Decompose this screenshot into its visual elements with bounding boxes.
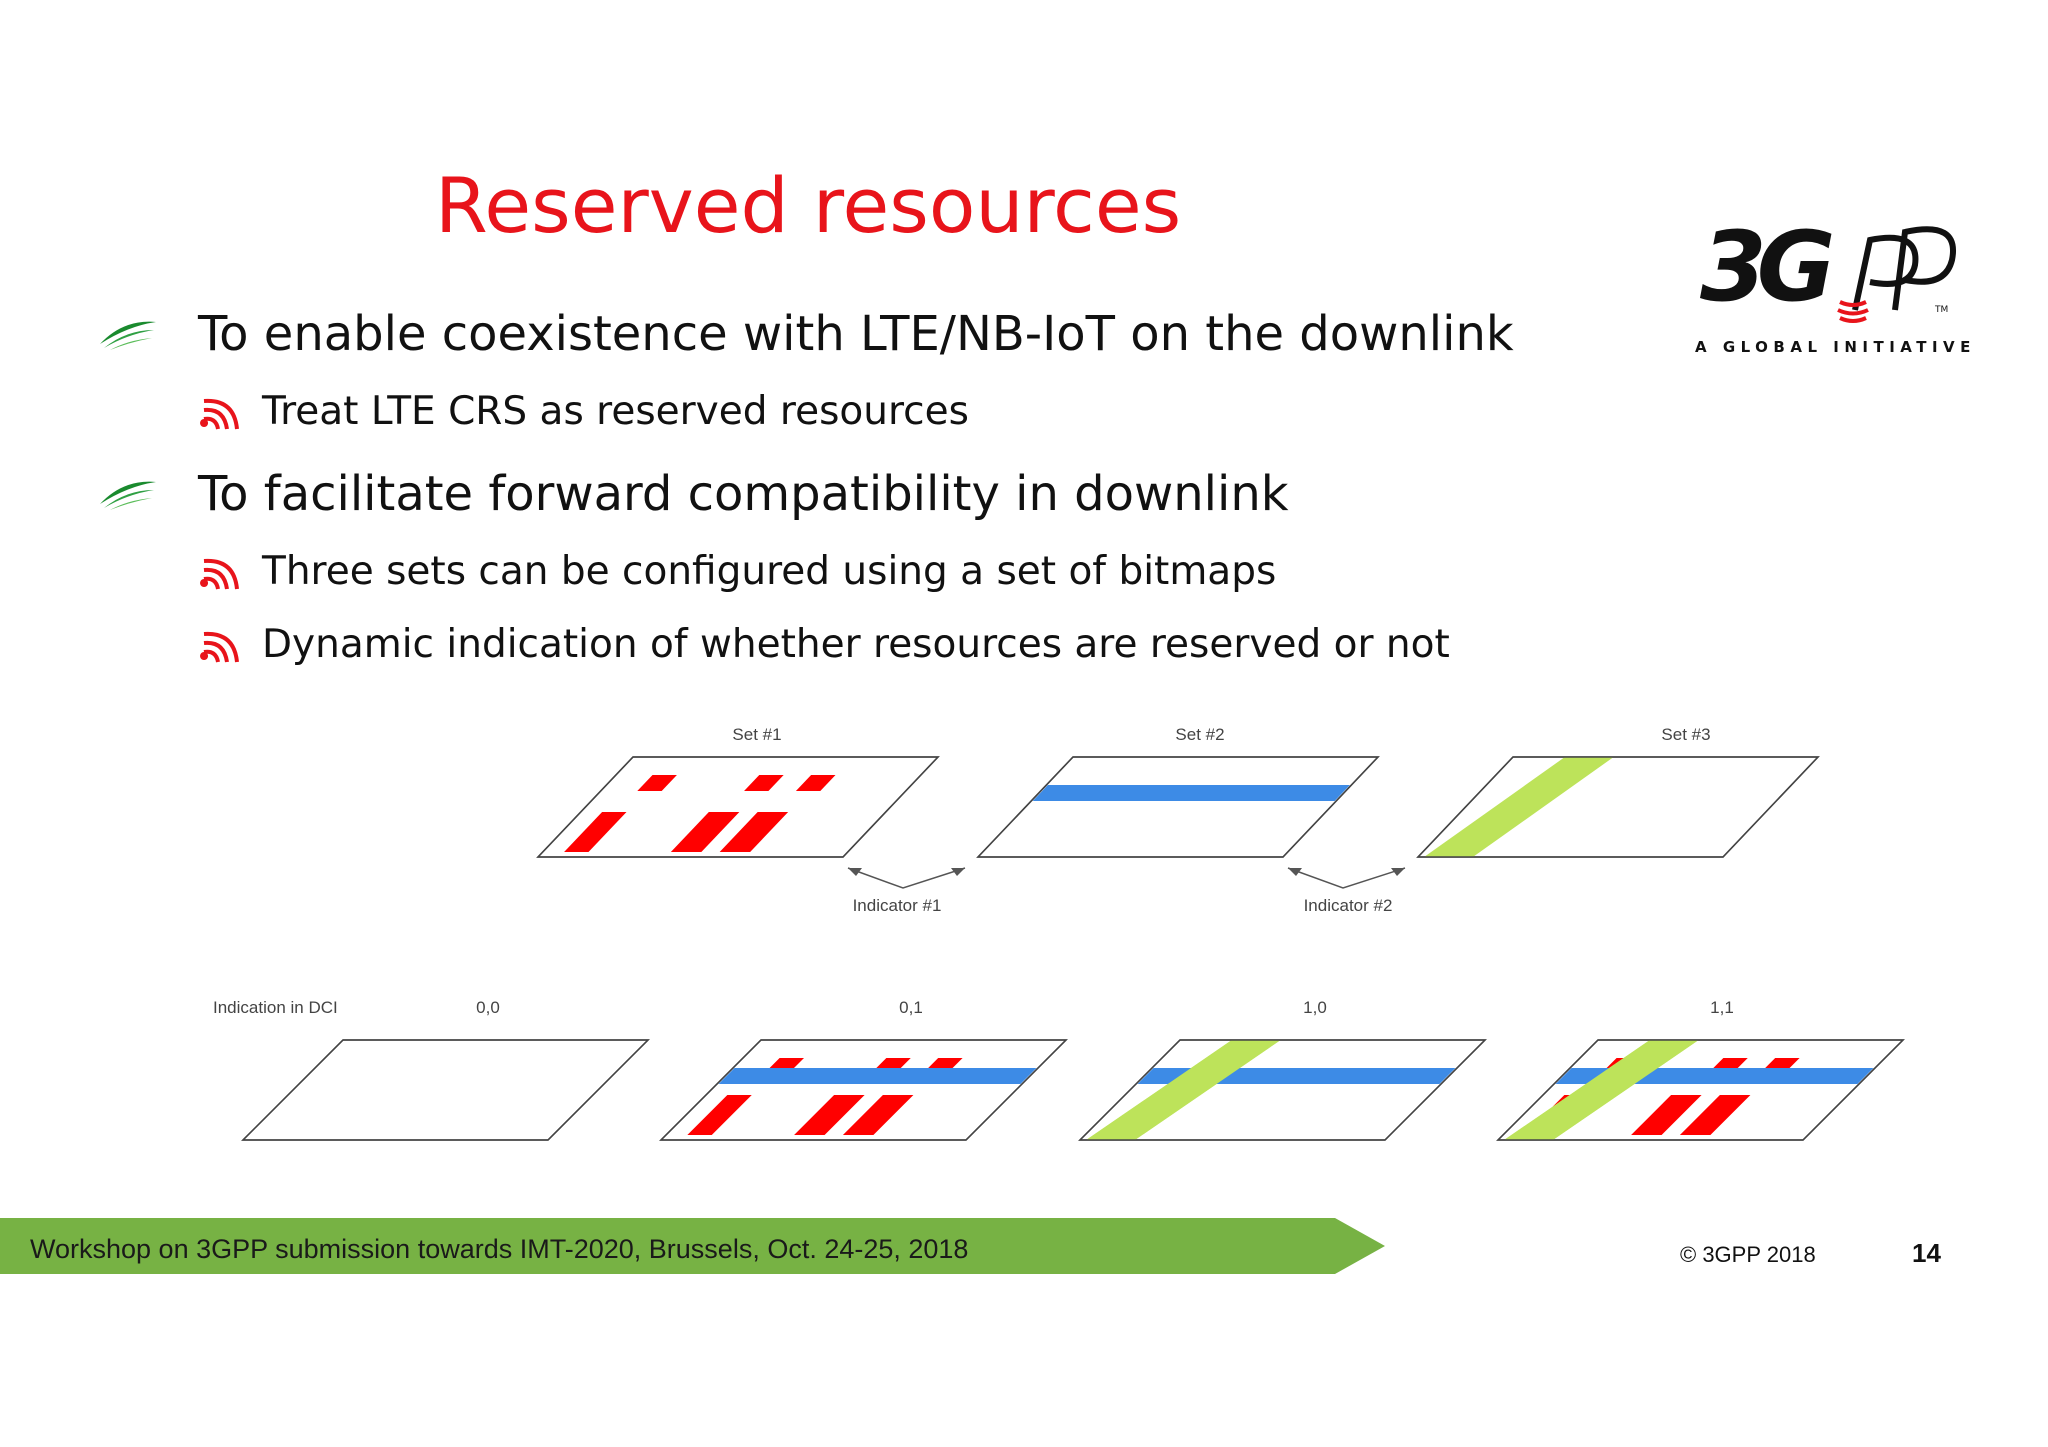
arrow-head [951, 868, 965, 876]
red-block [794, 1095, 865, 1135]
red-block [842, 1095, 914, 1135]
green-bullet-icon [100, 481, 156, 510]
red-block [637, 775, 677, 791]
red-block [670, 812, 740, 852]
dci-state-1-outline [659, 1039, 1068, 1141]
bullet-1: To enable coexistence with LTE/NB-IoT on… [198, 306, 1514, 362]
set-2-grid [976, 756, 1380, 858]
green-bullet-icon [100, 321, 156, 350]
blue-band [1032, 785, 1350, 801]
indicator-1-arrows [847, 867, 966, 889]
set-1-label: Set #1 [732, 725, 781, 744]
dci-code-1: 0,1 [899, 998, 923, 1017]
bullet-2: Treat LTE CRS as reserved resources [262, 389, 969, 434]
bullet-5: Dynamic indication of whether resources … [262, 622, 1450, 667]
dci-state-0-grid [241, 1039, 650, 1141]
red-block [795, 775, 836, 791]
dci-state-2-outline [1078, 1039, 1487, 1141]
indicator-2-label: Indicator #2 [1304, 896, 1393, 915]
dci-code-0: 0,0 [476, 998, 500, 1017]
red-block [719, 812, 789, 852]
logo-tagline: A GLOBAL INITIATIVE [1695, 338, 1970, 356]
indicator-2-arrows [1287, 867, 1406, 889]
set-2-label: Set #2 [1175, 725, 1224, 744]
copyright: © 3GPP 2018 [1680, 1242, 1816, 1267]
bullet-3: To facilitate forward compatibility in d… [198, 466, 1289, 522]
logo-tm: TM [1934, 305, 1948, 315]
set-1-outline [536, 756, 940, 858]
red-bullet-icon [200, 398, 239, 430]
indicator-1-label: Indicator #1 [853, 896, 942, 915]
dci-state-3-outline [1496, 1039, 1905, 1141]
dci-state-0-outline [241, 1039, 650, 1141]
footer-bar [0, 1218, 1385, 1274]
slide-title: Reserved resources [435, 161, 1182, 250]
page-number: 14 [1912, 1238, 1941, 1268]
red-block [1631, 1095, 1702, 1135]
reserved-resources-diagram: Set #1 Set #2 Set #3 Indicator #1 Indica… [213, 725, 1905, 1141]
dci-label: Indication in DCI [213, 998, 338, 1017]
green-band [1504, 1040, 1699, 1140]
red-block [564, 812, 627, 852]
3gpp-logo: 3G TM A GLOBAL INITIATIVE [1695, 211, 1970, 356]
red-bullet-icon [200, 558, 239, 590]
set-3-outline [1416, 756, 1820, 858]
red-block [744, 775, 784, 791]
arrow-head [848, 868, 862, 876]
bullet-4: Three sets can be configured using a set… [262, 549, 1277, 594]
arrow-head [1288, 868, 1302, 876]
red-bullet-icon [200, 631, 239, 663]
blue-band [718, 1068, 1037, 1084]
dci-code-2: 1,0 [1303, 998, 1327, 1017]
dci-code-3: 1,1 [1710, 998, 1734, 1017]
green-band [1424, 757, 1614, 857]
green-band [1086, 1040, 1281, 1140]
set-3-label: Set #3 [1661, 725, 1710, 744]
red-block [687, 1095, 752, 1135]
arrow-head [1391, 868, 1405, 876]
red-block [1679, 1095, 1751, 1135]
footer-text: Workshop on 3GPP submission towards IMT-… [30, 1234, 969, 1264]
logo-3g-text: 3G [1700, 211, 1832, 323]
set-2-outline [976, 756, 1380, 858]
